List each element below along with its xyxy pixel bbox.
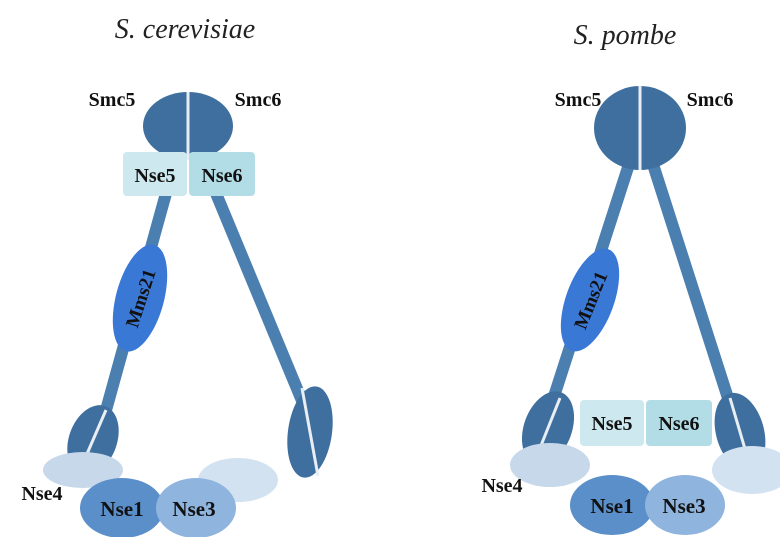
- smc6-label: Smc6: [687, 89, 734, 111]
- nse4-label: Nse4: [21, 483, 62, 505]
- smc6-label: Smc6: [235, 89, 282, 111]
- nse6-label: Nse6: [658, 413, 699, 435]
- panel-s-pombe: S. pombe Mms21 Smc5 Smc6 Nse5 Nse6 Nse4 …: [481, 20, 780, 535]
- nse5-label: Nse5: [134, 165, 175, 187]
- nse4-label: Nse4: [481, 475, 522, 497]
- nse1-label: Nse1: [100, 497, 143, 521]
- nse3-label: Nse3: [172, 497, 215, 521]
- nse4-distal-subunit: [712, 446, 780, 494]
- smc6-arm: [650, 155, 735, 420]
- smc5-label: Smc5: [555, 89, 602, 111]
- nse3-label: Nse3: [662, 494, 705, 518]
- nse1-label: Nse1: [590, 494, 633, 518]
- nse5-label: Nse5: [591, 413, 632, 435]
- panel-title: S. cerevisiae: [115, 14, 255, 45]
- nse6-label: Nse6: [201, 165, 242, 187]
- panel-title: S. pombe: [574, 20, 677, 51]
- smc5-label: Smc5: [89, 89, 136, 111]
- panel-s-cerevisiae: S. cerevisiae Mms21 Smc5 Smc6 Nse5 Nse6 …: [21, 14, 338, 537]
